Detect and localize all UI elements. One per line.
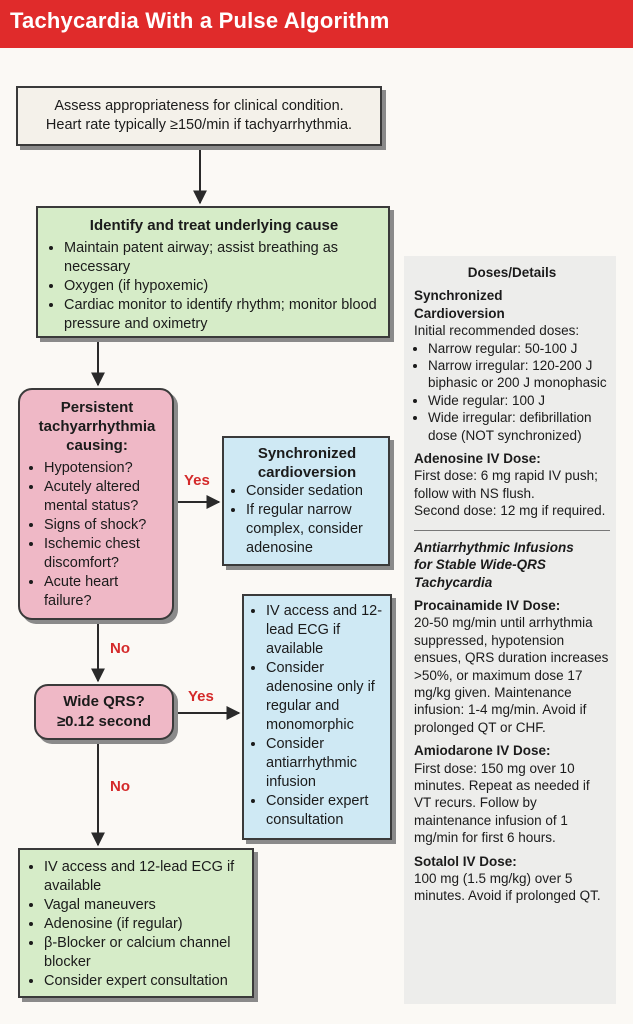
wide-action-item: Consider antiarrhythmic infusion: [266, 735, 384, 792]
identify-item: Oxygen (if hypoxemic): [64, 277, 378, 296]
page-title: Tachycardia With a Pulse Algorithm: [10, 8, 390, 33]
header-bar: Tachycardia With a Pulse Algorithm: [0, 0, 633, 48]
adenosine-heading: Adenosine IV Dose:: [414, 451, 541, 467]
no-label-persistent: No: [110, 640, 130, 657]
assess-line-1: Assess appropriateness for clinical cond…: [54, 98, 344, 114]
identify-title: Identify and treat underlying cause: [89, 217, 339, 234]
sotalol-heading: Sotalol IV Dose:: [414, 853, 517, 869]
persistent-box: Persistent tachyarrhythmia causing: Hypo…: [18, 388, 174, 620]
sync-dose-heading: Synchronized Cardioversion: [414, 287, 610, 322]
narrow-action-item: β-Blocker or calcium channel blocker: [44, 934, 246, 972]
persistent-title-line: causing:: [66, 437, 128, 454]
identify-item: Cardiac monitor to identify rhythm; moni…: [64, 296, 378, 334]
wide-qrs-title: Wide QRS?: [63, 693, 145, 710]
sync-dose-item: Narrow regular: 50-100 J: [428, 340, 610, 357]
assess-line-2: Heart rate typically ≥150/min if tachyar…: [45, 117, 353, 133]
identify-item: Maintain patent airway; assist breathing…: [64, 239, 378, 277]
yes-label-persistent: Yes: [184, 472, 210, 489]
persistent-title-line: Persistent: [60, 399, 134, 416]
amiodarone-heading: Amiodarone IV Dose:: [414, 743, 551, 759]
persistent-item: Hypotension?: [44, 459, 164, 478]
narrow-action-item: Adenosine (if regular): [44, 915, 246, 934]
sync-title-line: cardioversion: [257, 464, 357, 481]
sync-dose-item: Narrow irregular: 120-200 J biphasic or …: [428, 357, 610, 392]
sync-title-line: Synchronized: [257, 445, 357, 462]
sync-title: Synchronized cardioversion: [232, 444, 382, 482]
sync-box: Synchronized cardioversion Consider seda…: [222, 436, 390, 566]
infusion-heading: Antiarrhythmic Infusions for Stable Wide…: [414, 539, 610, 591]
narrow-action-item: IV access and 12-lead ECG if available: [44, 858, 246, 896]
wide-action-item: IV access and 12-lead ECG if available: [266, 602, 384, 659]
sync-dose-heading-line: Synchronized: [414, 288, 503, 304]
sync-dose-heading-line: Cardioversion: [414, 305, 505, 321]
doses-title: Doses/Details: [467, 265, 557, 280]
sync-dose-intro: Initial recommended doses:: [414, 323, 580, 339]
persistent-title-line: tachyarrhythmia: [38, 418, 156, 435]
narrow-actions-box: IV access and 12-lead ECG if available V…: [18, 848, 254, 998]
wide-actions-box: IV access and 12-lead ECG if available C…: [242, 594, 392, 840]
wide-action-item: Consider expert consultation: [266, 792, 384, 830]
persistent-title: Persistent tachyarrhythmia causing:: [30, 398, 164, 455]
doses-panel: Doses/Details Synchronized Cardioversion…: [404, 256, 616, 1004]
persistent-item: Acute heart failure?: [44, 573, 164, 611]
narrow-action-item: Vagal maneuvers: [44, 896, 246, 915]
yes-label-wideqrs: Yes: [188, 688, 214, 705]
sync-dose-item: Wide irregular: defibrillation dose (NOT…: [428, 409, 610, 444]
adenosine-text: First dose: 6 mg rapid IV push; follow w…: [414, 468, 598, 501]
persistent-item: Signs of shock?: [44, 516, 164, 535]
amiodarone-text: First dose: 150 mg over 10 minutes. Repe…: [414, 760, 590, 846]
wide-action-item: Consider adenosine only if regular and m…: [266, 659, 384, 735]
infusion-heading-line: Antiarrhythmic Infusions: [414, 539, 574, 555]
sotalol-text: 100 mg (1.5 mg/kg) over 5 minutes. Avoid…: [414, 871, 601, 904]
wide-qrs-sub: ≥0.12 second: [56, 713, 152, 730]
sync-item: If regular narrow complex, consider aden…: [246, 501, 382, 558]
infusion-heading-line: for Stable Wide-QRS: [414, 557, 546, 573]
sync-dose-item: Wide regular: 100 J: [428, 392, 610, 409]
sync-item: Consider sedation: [246, 482, 382, 501]
assess-box: Assess appropriateness for clinical cond…: [16, 86, 382, 146]
identify-box: Identify and treat underlying cause Main…: [36, 206, 390, 338]
procainamide-heading: Procainamide IV Dose:: [414, 597, 561, 613]
narrow-action-item: Consider expert consultation: [44, 972, 246, 991]
procainamide-text: 20-50 mg/min until arrhythmia suppressed…: [414, 615, 609, 735]
wide-qrs-box: Wide QRS? ≥0.12 second: [34, 684, 174, 740]
persistent-item: Ischemic chest discomfort?: [44, 535, 164, 573]
infusion-heading-line: Tachycardia: [414, 574, 493, 590]
panel-divider: [414, 529, 610, 531]
no-label-wideqrs: No: [110, 778, 130, 795]
adenosine-text-2: Second dose: 12 mg if required.: [414, 503, 606, 519]
persistent-item: Acutely altered mental status?: [44, 478, 164, 516]
